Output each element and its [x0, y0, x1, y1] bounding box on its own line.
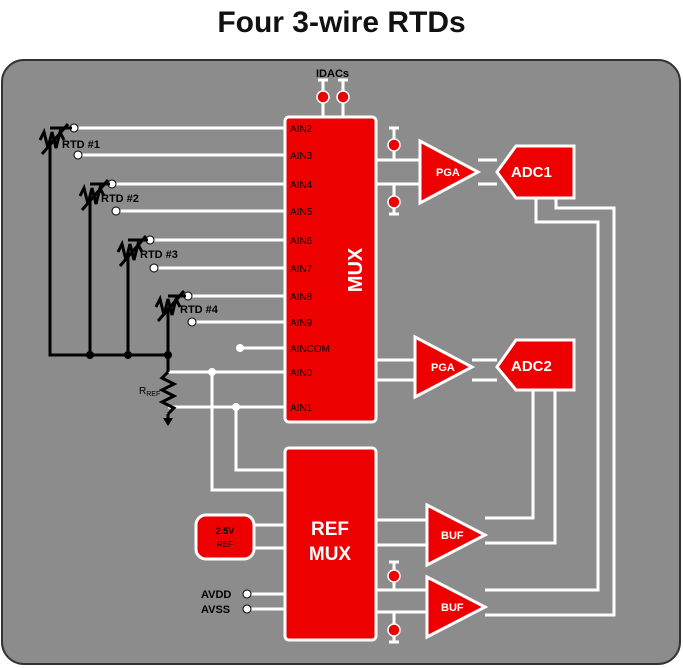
pga1-label: PGA [436, 167, 460, 179]
junction-dots [69, 123, 252, 614]
bias-source-icon [387, 195, 401, 209]
mux-pin-label: AIN3 [290, 151, 313, 162]
rtd-label: RTD #2 [101, 193, 139, 205]
bias-source-icon [387, 138, 401, 152]
mux-block [283, 115, 378, 424]
idac-source-icon [316, 90, 330, 104]
avss-label: AVSS [201, 604, 230, 616]
idac-source-icon [336, 90, 350, 104]
ref-mux-label-line2: MUX [309, 544, 352, 565]
mux-pin-label: AIN5 [290, 207, 313, 218]
buf2-label: BUF [441, 602, 464, 614]
ground-junction-dots [86, 351, 172, 359]
ref-mux-block [283, 446, 378, 642]
ref-source-block [194, 513, 256, 561]
rtd-label: RTD #3 [140, 249, 178, 261]
mux-pin-label: AIN7 [290, 264, 313, 275]
mux-pin-label: AIN8 [290, 292, 313, 303]
adc2-label: ADC2 [511, 358, 552, 375]
rref-subscript: REF [146, 391, 160, 398]
rref-main: R [139, 386, 146, 397]
pga1-amplifier [418, 138, 482, 206]
mux-pin-label: AIN1 [290, 403, 313, 414]
rref-label: RREF [139, 386, 160, 398]
mux-pin-label: AIN6 [290, 236, 313, 247]
idacs-label: IDACs [316, 68, 349, 80]
diagram-title: Four 3-wire RTDs [217, 6, 466, 39]
mux-pin-label: AIN4 [290, 180, 313, 191]
bias-source-icon [387, 569, 401, 583]
mux-pin-label: AIN2 [290, 124, 313, 135]
adc1-label: ADC1 [511, 164, 552, 181]
adc1-block [495, 144, 576, 200]
adc2-block [495, 338, 576, 392]
pga2-label: PGA [431, 362, 455, 374]
ref-source-label-line1: 2.5V [216, 526, 235, 536]
mux-pin-label: AIN9 [290, 318, 313, 329]
buf1-amplifier [425, 502, 489, 568]
mux-pin-label: AINCOM [290, 344, 330, 355]
rtd-label: RTD #4 [180, 304, 219, 316]
current-source-icons [316, 90, 401, 637]
ref-source-label-line2: REF [217, 540, 233, 549]
buf2-amplifier [425, 574, 489, 640]
mux-label: MUX [345, 247, 367, 292]
bias-source-icon [387, 623, 401, 637]
avdd-label: AVDD [201, 589, 231, 601]
mux-pin-label: AIN0 [290, 368, 313, 379]
mux-pin-labels: AIN2 AIN3 AIN4 AIN5 AIN6 AIN7 AIN8 AIN9 … [290, 124, 330, 414]
buf1-label: BUF [441, 530, 464, 542]
rtd-label: RTD #1 [62, 139, 100, 151]
pga2-amplifier [413, 334, 476, 400]
ref-mux-label-line1: REF [311, 519, 349, 540]
